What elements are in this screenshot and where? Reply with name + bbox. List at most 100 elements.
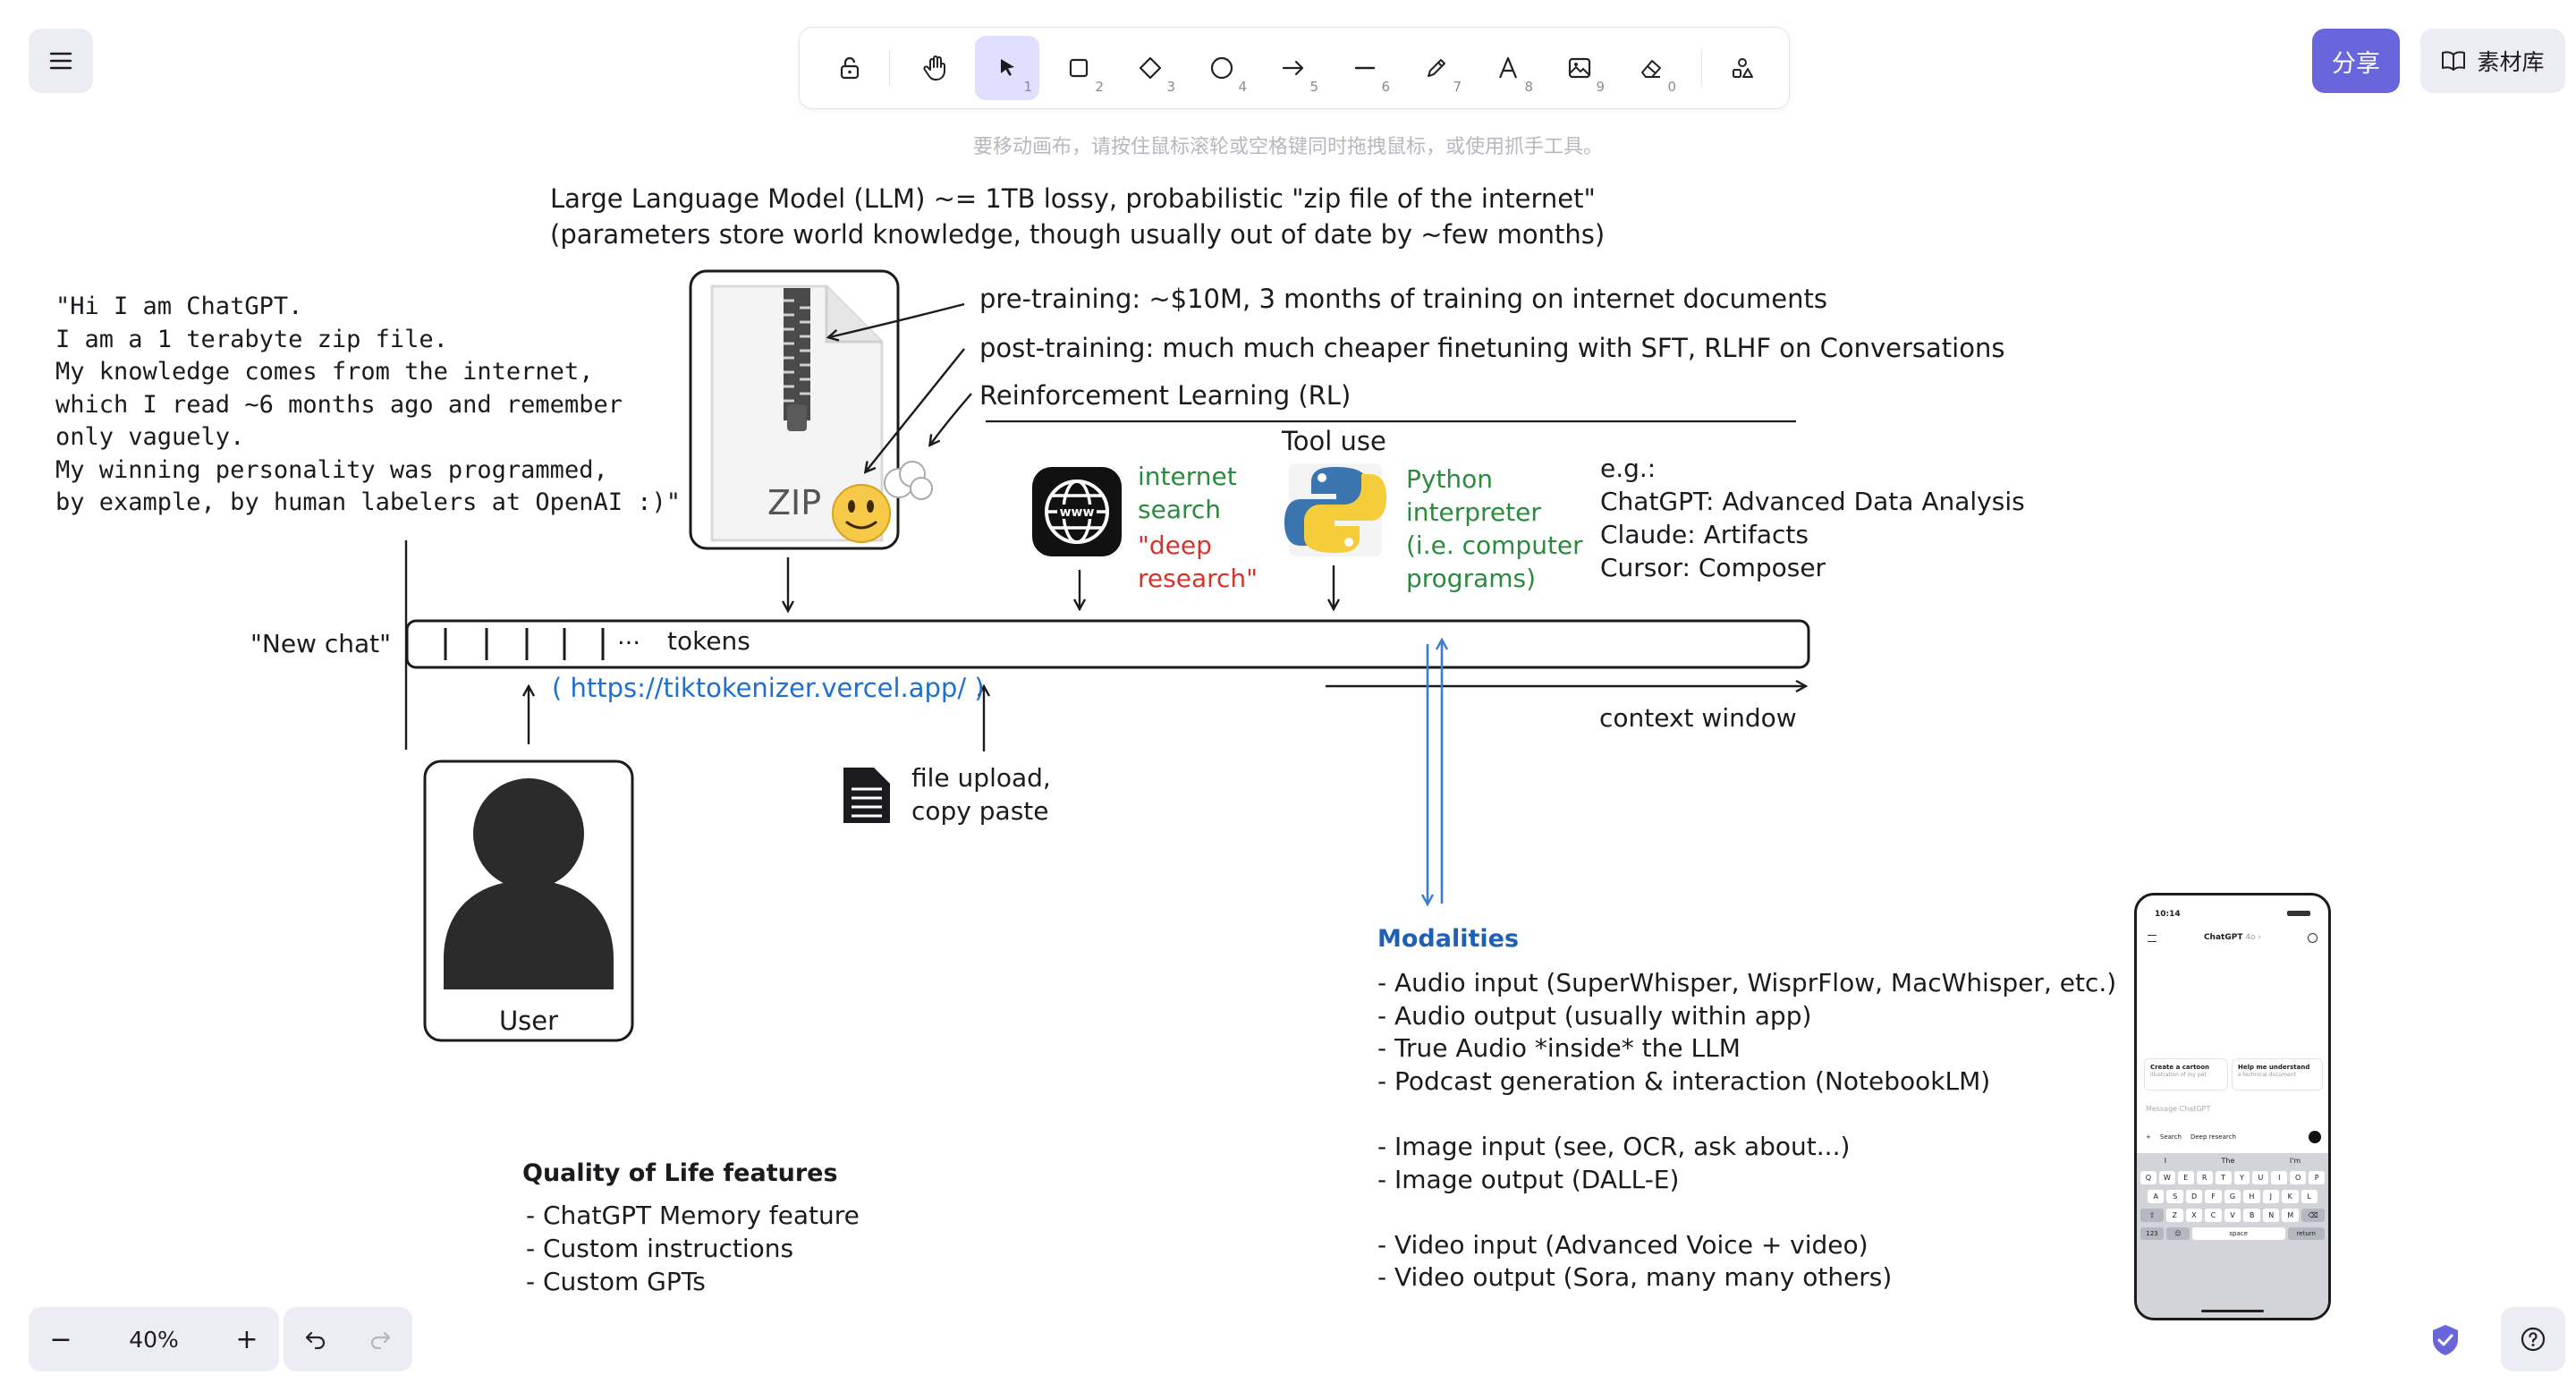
more-shapes-tool[interactable] xyxy=(1710,36,1775,100)
phone-new-chat-icon xyxy=(2308,933,2318,943)
rectangle-tool[interactable]: 2 xyxy=(1046,36,1111,100)
internet-search-label: internet search xyxy=(1138,462,1237,524)
phone-key[interactable]: D xyxy=(2185,1190,2203,1203)
ellipse-tool[interactable]: 4 xyxy=(1190,36,1254,100)
line-tool[interactable]: 6 xyxy=(1333,36,1397,100)
eraser-tool[interactable]: 0 xyxy=(1619,36,1683,100)
phone-card-1-sub: illustration of my pet xyxy=(2150,1072,2207,1078)
shapes-icon xyxy=(1733,58,1753,78)
zoom-level[interactable]: 40% xyxy=(129,1326,179,1353)
help-button[interactable] xyxy=(2501,1307,2565,1371)
phone-input-actions: + Search Deep research xyxy=(2146,1130,2321,1144)
phone-message-input[interactable]: Message ChatGPT xyxy=(2146,1105,2211,1113)
phone-delete-key[interactable]: ⌫ xyxy=(2301,1209,2326,1222)
phone-key[interactable]: Y xyxy=(2233,1171,2250,1184)
phone-key[interactable]: E xyxy=(2177,1171,2194,1184)
phone-suggestion[interactable]: The xyxy=(2221,1157,2235,1165)
phone-key[interactable]: S xyxy=(2166,1190,2183,1203)
phone-key[interactable]: F xyxy=(2205,1190,2222,1203)
shield-check-icon xyxy=(2433,1325,2458,1355)
help-icon xyxy=(2521,1327,2546,1352)
phone-numbers-key[interactable]: 123 xyxy=(2140,1227,2164,1240)
phone-suggestion[interactable]: I'm xyxy=(2289,1157,2301,1165)
pointer-icon xyxy=(1001,59,1014,76)
phone-title: ChatGPT 4o › xyxy=(2137,933,2328,942)
hand-tool[interactable] xyxy=(903,36,968,100)
lock-tool[interactable] xyxy=(818,36,882,100)
text-icon xyxy=(1498,56,1518,79)
image-icon xyxy=(1568,57,1591,79)
privacy-shield-button[interactable] xyxy=(2426,1320,2465,1360)
phone-key-row-3: ⇧ Z X C V B N M ⌫ xyxy=(2137,1206,2328,1225)
eraser-tool-key: 0 xyxy=(1667,79,1676,95)
tiktokenizer-link[interactable]: ( https://tiktokenizer.vercel.app/ ) xyxy=(552,673,985,703)
phone-key[interactable]: H xyxy=(2243,1190,2260,1203)
python-icon xyxy=(1284,463,1386,556)
phone-search-chip[interactable]: Search xyxy=(2159,1133,2182,1141)
phone-key[interactable]: Z xyxy=(2166,1209,2183,1222)
zoom-out-button[interactable]: − xyxy=(49,1323,72,1355)
phone-key[interactable]: L xyxy=(2301,1190,2318,1203)
undo-icon xyxy=(305,1331,326,1349)
select-tool[interactable]: 1 xyxy=(975,36,1039,100)
llm-subtitle: (parameters store world knowledge, thoug… xyxy=(550,219,1606,250)
phone-card-1[interactable]: Create a cartoon illustration of my pet xyxy=(2144,1058,2228,1091)
tool-examples: e.g.: ChatGPT: Advanced Data Analysis Cl… xyxy=(1600,454,2025,582)
phone-key[interactable]: T xyxy=(2215,1171,2232,1184)
text-tool[interactable]: 8 xyxy=(1476,36,1540,100)
phone-key[interactable]: R xyxy=(2196,1171,2213,1184)
phone-key[interactable]: J xyxy=(2262,1190,2280,1203)
draw-tool[interactable]: 7 xyxy=(1404,36,1469,100)
image-tool[interactable]: 9 xyxy=(1547,36,1612,100)
phone-space-key[interactable]: space xyxy=(2191,1227,2285,1240)
smiley-icon xyxy=(832,484,891,543)
phone-key[interactable]: G xyxy=(2224,1190,2241,1203)
phone-key[interactable]: I xyxy=(2271,1171,2288,1184)
phone-key[interactable]: B xyxy=(2243,1209,2260,1222)
phone-plus-icon[interactable]: + xyxy=(2146,1133,2151,1141)
diamond-tool[interactable]: 3 xyxy=(1118,36,1182,100)
zoom-in-button[interactable]: + xyxy=(235,1323,258,1355)
canvas-hint: 要移动画布，请按住鼠标滚轮或空格键同时拖拽鼠标，或使用抓手工具。 xyxy=(972,136,1603,158)
zip-label: ZIP xyxy=(767,483,822,522)
modalities-list: - Audio input (SuperWhisper, WisprFlow, … xyxy=(1377,968,2117,1293)
arrow-tool-key: 5 xyxy=(1309,79,1318,95)
phone-shift-key[interactable]: ⇧ xyxy=(2140,1209,2164,1222)
chatgpt-quote: "Hi I am ChatGPT. I am a 1 terabyte zip … xyxy=(55,293,681,516)
phone-key[interactable]: Q xyxy=(2140,1171,2157,1184)
phone-key[interactable]: A xyxy=(2148,1190,2165,1203)
library-button[interactable]: 素材库 xyxy=(2420,29,2565,93)
phone-key[interactable]: P xyxy=(2309,1171,2326,1184)
phone-key[interactable]: N xyxy=(2262,1209,2280,1222)
phone-deep-research-chip[interactable]: Deep research xyxy=(2190,1133,2236,1141)
phone-card-2[interactable]: Help me understand a technical document xyxy=(2232,1058,2323,1091)
phone-key[interactable]: U xyxy=(2252,1171,2269,1184)
phone-key[interactable]: C xyxy=(2205,1209,2222,1222)
phone-key[interactable]: X xyxy=(2185,1209,2203,1222)
share-button[interactable]: 分享 xyxy=(2312,29,2400,93)
phone-screenshot[interactable]: 10:14 ChatGPT 4o › Create a cartoon illu… xyxy=(2134,893,2331,1320)
token-ellipsis: … xyxy=(617,624,640,650)
phone-key[interactable]: V xyxy=(2224,1209,2241,1222)
phone-send-icon[interactable] xyxy=(2309,1131,2321,1143)
phone-key[interactable]: W xyxy=(2158,1171,2175,1184)
rectangle-icon xyxy=(1069,58,1089,78)
select-tool-key: 1 xyxy=(1023,79,1032,95)
phone-key[interactable]: K xyxy=(2282,1190,2299,1203)
phone-keyboard: I The I'm Q W E R T Y U I O P A S D F G … xyxy=(2137,1153,2328,1318)
share-label: 分享 xyxy=(2332,49,2380,78)
token-bar[interactable] xyxy=(405,619,1810,669)
main-menu-button[interactable] xyxy=(29,29,93,93)
arrow-tool[interactable]: 5 xyxy=(1261,36,1326,100)
phone-time: 10:14 xyxy=(2155,910,2181,919)
phone-emoji-key[interactable]: ☺ xyxy=(2165,1227,2190,1240)
undo-button[interactable] xyxy=(284,1329,348,1349)
phone-status-icons xyxy=(2287,911,2310,916)
phone-suggestion[interactable]: I xyxy=(2164,1157,2167,1165)
redo-button[interactable] xyxy=(348,1329,412,1349)
document-icon xyxy=(843,768,890,823)
phone-return-key[interactable]: return xyxy=(2287,1227,2325,1240)
phone-key[interactable]: M xyxy=(2282,1209,2300,1222)
phone-key[interactable]: O xyxy=(2290,1171,2307,1184)
